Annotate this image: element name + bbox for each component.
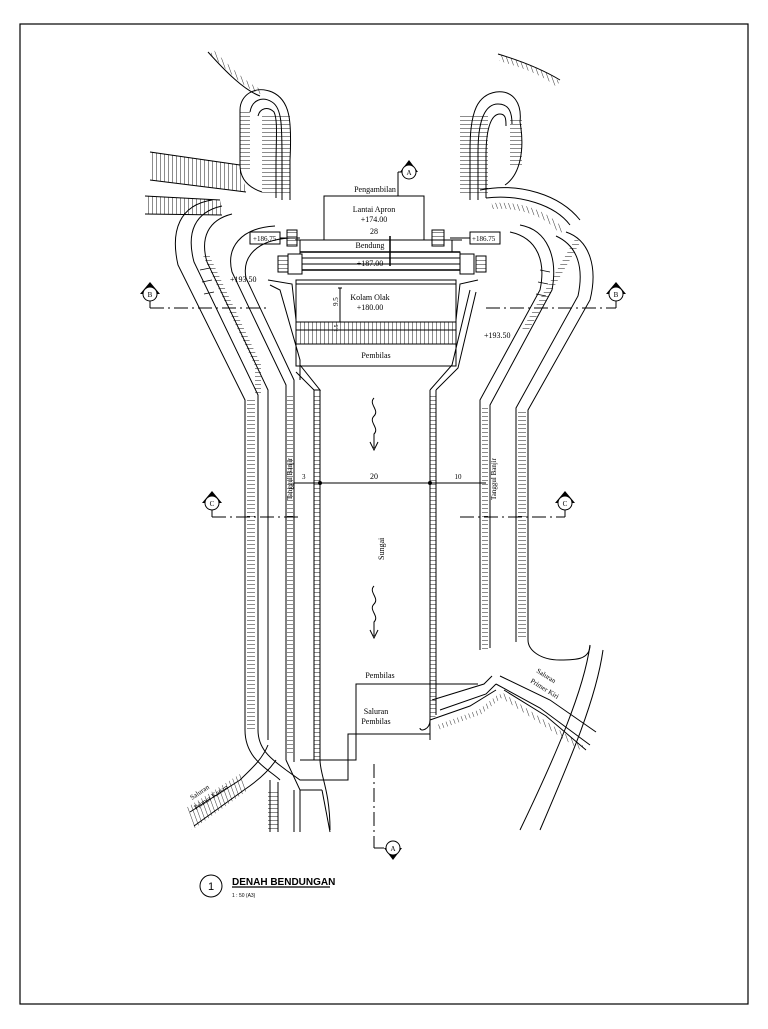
river-dimension — [294, 481, 486, 485]
rim-hatches — [199, 267, 551, 297]
title-number-circle — [199, 874, 223, 898]
label-tanggul-kiri: Tanggul Banjir — [286, 457, 294, 500]
section-marker-a-bottom: A — [373, 840, 402, 860]
section-marker-a-top: A — [400, 160, 418, 180]
label-dim-3: 3 — [302, 473, 306, 481]
left-upstream-slopes — [144, 50, 292, 216]
label-dim-20: 20 — [370, 472, 378, 481]
label-dim-9-5: 9.5 — [332, 297, 340, 306]
label-bendung-elev: +187.00 — [357, 259, 384, 268]
weir-structure — [249, 195, 501, 367]
drawing-title-block: 1 DENAH BENDUNGAN 1 : 50 (A3) — [199, 874, 335, 899]
label-elev-left-box: +186.75 — [253, 235, 277, 243]
label-kolam-olak-elev: +180.00 — [357, 303, 384, 312]
label-pembilas-top: Pembilas — [361, 351, 390, 360]
label-saluran-pembilas-1: Saluran — [364, 707, 388, 716]
title-name: DENAH BENDUNGAN — [232, 877, 335, 888]
label-bendung: Bendung — [356, 241, 385, 250]
section-mark-c-left: C — [210, 500, 215, 508]
label-elev-right-box: +186.75 — [472, 235, 496, 243]
label-kolam-olak: Kolam Olak — [350, 293, 389, 302]
label-saluran-pembilas-2: Pembilas — [361, 717, 390, 726]
label-bank-left-elev: +193.50 — [230, 275, 257, 284]
right-levee — [419, 224, 594, 731]
section-mark-c-right: C — [563, 500, 568, 508]
section-marker-b-left: B — [140, 282, 160, 308]
sheet-border — [19, 23, 749, 1005]
label-lantai-apron: Lantai Apron — [353, 205, 395, 214]
title-number: 1 — [208, 881, 214, 893]
label-dim-10: 10 — [455, 473, 463, 481]
right-upstream-slopes — [460, 53, 581, 234]
section-marker-c-left: C — [202, 491, 222, 517]
section-mark-b-right: B — [614, 291, 619, 299]
label-dim-1-5: 1.5 — [334, 325, 340, 333]
label-pengambilan: Pengambilan — [354, 185, 396, 194]
label-width-28: 28 — [370, 227, 378, 236]
left-levee — [174, 199, 331, 831]
label-bank-right-elev: +193.50 — [484, 331, 511, 340]
label-sungai: Sungai — [377, 537, 386, 560]
title-scale: 1 : 50 (A3) — [232, 893, 256, 899]
flow-arrows — [369, 397, 379, 640]
section-mark-a-top: A — [406, 169, 411, 177]
section-lines — [150, 307, 616, 840]
section-marker-c-right: C — [555, 491, 575, 517]
section-mark-a-bottom: A — [390, 845, 395, 853]
lower-channels — [186, 644, 604, 833]
section-mark-b-left: B — [148, 291, 153, 299]
labels: Pengambilan Lantai Apron +174.00 28 Bend… — [189, 185, 561, 812]
label-tanggul-kanan: Tanggul Banjir — [490, 457, 498, 500]
label-pembilas-bottom: Pembilas — [365, 671, 394, 680]
section-marker-b-right: B — [606, 282, 626, 308]
label-lantai-apron-elev: +174.00 — [361, 215, 388, 224]
